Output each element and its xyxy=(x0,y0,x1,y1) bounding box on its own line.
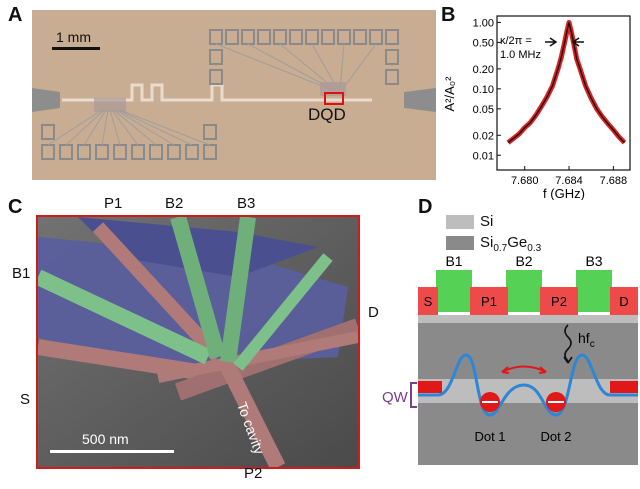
linewidth-arrow-left xyxy=(545,37,558,47)
chip-layout-drawing xyxy=(32,29,436,160)
y-tick-label: 0.05 xyxy=(473,104,494,116)
qw-bracket xyxy=(410,382,417,408)
dqd-label: DQD xyxy=(308,105,346,124)
gate-label-b1: B1 xyxy=(12,265,31,282)
sem-image-frame xyxy=(36,215,360,469)
resonance-chart: 0.01 0.02 0.05 0.10 0.20 0.50 1.00 7.680 7.684 7… xyxy=(442,15,631,200)
gate-label-p1: P1 xyxy=(104,195,123,212)
gate-b1 xyxy=(436,270,472,312)
cs-label-p2: P2 xyxy=(551,294,567,309)
gate-label-b2: B2 xyxy=(165,195,184,212)
panel-c-letter: C xyxy=(8,196,23,218)
gate-label-b3: B3 xyxy=(237,195,256,212)
layer-si-top xyxy=(418,315,638,323)
legend-label-sige-si: Si xyxy=(480,234,494,251)
y-tick-label: 0.01 xyxy=(473,150,494,162)
panel-b-letter: B xyxy=(441,4,456,26)
photon-squiggle xyxy=(564,324,572,362)
chart-series-fit xyxy=(507,22,626,144)
qw-label: QW xyxy=(382,389,408,406)
dot-2-electron xyxy=(546,392,566,412)
x-tick-label: 7.688 xyxy=(600,175,628,187)
gate-b3 xyxy=(576,270,612,312)
cs-label-d: D xyxy=(619,294,628,309)
cs-label-p1: P1 xyxy=(481,294,497,309)
tunneling-arrow xyxy=(501,365,547,373)
reservoir-drain xyxy=(610,381,638,393)
legend-swatch-si xyxy=(446,215,474,229)
chart-xlabel: f (GHz) xyxy=(543,186,585,200)
reservoir-source xyxy=(418,381,442,393)
gate-label-p2: P2 xyxy=(244,465,263,482)
gate-label-s: S xyxy=(20,391,31,408)
cs-label-b1: B1 xyxy=(445,255,462,269)
chart-annotation-line2: 1.0 MHz xyxy=(500,49,541,61)
gate-p2 xyxy=(540,287,578,315)
legend-label-sige: Si0.7Ge0.3 xyxy=(480,235,541,254)
panel-a-letter: A xyxy=(8,4,23,26)
dot-1-label: Dot 1 xyxy=(474,429,505,444)
dqd-marker-box xyxy=(324,92,344,105)
cs-label-b2: B2 xyxy=(515,255,532,269)
device-cross-section: hfc B1 B2 B3 S P1 P2 D Dot 1 Dot 2 xyxy=(418,255,638,465)
sem-device-drawing xyxy=(38,217,358,467)
cs-label-b3: B3 xyxy=(585,255,602,269)
y-tick-label: 0.50 xyxy=(473,37,494,49)
photon-label: hfc xyxy=(578,330,595,350)
chart-annotation-line1: κ/2π = xyxy=(500,35,532,47)
chip-micrograph xyxy=(32,10,436,180)
gate-label-d: D xyxy=(368,304,379,321)
layer-sige-lower xyxy=(418,403,638,465)
scale-bar-a xyxy=(52,47,100,50)
y-tick-label: 0.10 xyxy=(473,84,494,96)
legend-label-sige-ge: Ge xyxy=(507,234,528,251)
x-tick-label: 7.680 xyxy=(511,175,539,187)
scale-bar-c-label: 500 nm xyxy=(82,431,129,447)
gate-d xyxy=(610,287,638,315)
y-tick-label: 0.20 xyxy=(473,64,494,76)
legend-swatch-sige xyxy=(446,236,474,250)
y-tick-label: 0.02 xyxy=(473,130,494,142)
scale-bar-c xyxy=(50,450,174,453)
x-tick-label: 7.684 xyxy=(555,175,583,187)
dot-1-electron xyxy=(480,392,500,412)
panel-d-letter: D xyxy=(418,196,433,218)
potential-profile xyxy=(418,353,638,417)
gate-p1 xyxy=(470,287,508,315)
gate-b2 xyxy=(506,270,542,312)
linewidth-arrow-right xyxy=(571,37,584,47)
chart-ylabel: A²/A₀² xyxy=(442,76,457,112)
legend-label-si: Si xyxy=(480,213,494,230)
cs-label-s: S xyxy=(424,294,433,309)
layer-sige-upper xyxy=(418,323,638,379)
dot-2-label: Dot 2 xyxy=(540,429,571,444)
gate-s xyxy=(418,287,438,315)
scale-bar-a-label: 1 mm xyxy=(56,29,91,45)
legend-label-sige-sub2: 0.3 xyxy=(527,243,542,254)
legend-label-sige-sub1: 0.7 xyxy=(493,243,508,254)
y-tick-label: 1.00 xyxy=(473,17,494,29)
